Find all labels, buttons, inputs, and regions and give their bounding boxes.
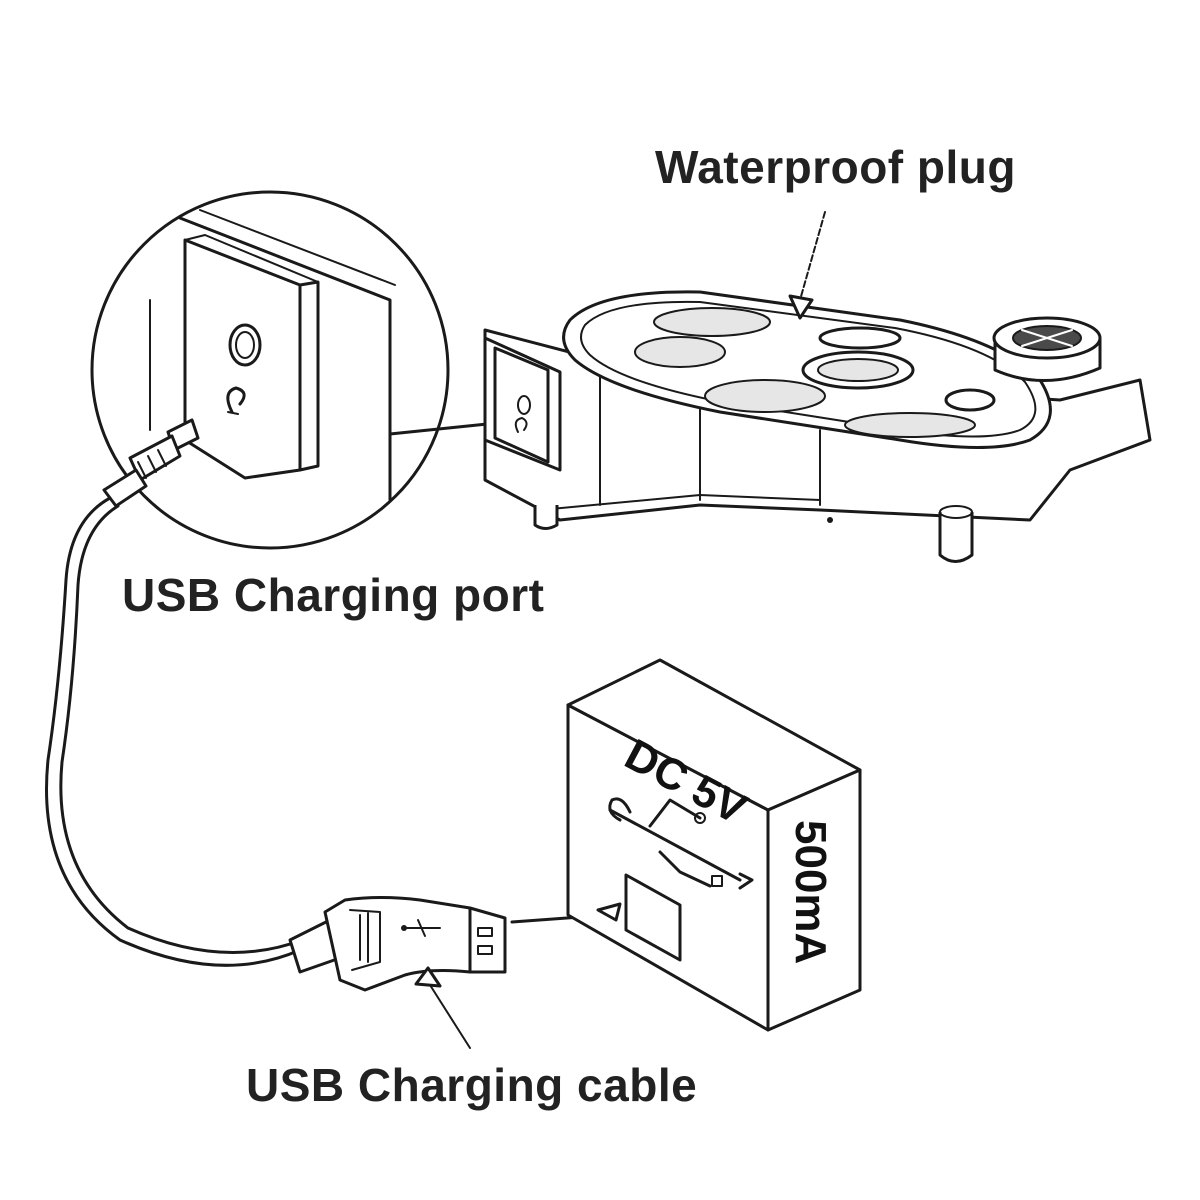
waterproof-plug-label: Waterproof plug [655,141,1016,193]
usb-cable-pointer [414,966,471,1049]
magnifier-leader-line [388,421,499,436]
usb-plug [288,896,507,992]
adapter-current-label: 500mA [786,820,835,965]
waterproof-plug-pointer [788,211,826,320]
usb-charging-port-label: USB Charging port [122,569,545,621]
remote-device [483,290,1152,563]
usb-cable-wire [45,496,304,967]
usb-charging-cable-label: USB Charging cable [246,1059,698,1111]
port-magnifier [90,190,450,550]
adapter-box [566,658,862,1032]
